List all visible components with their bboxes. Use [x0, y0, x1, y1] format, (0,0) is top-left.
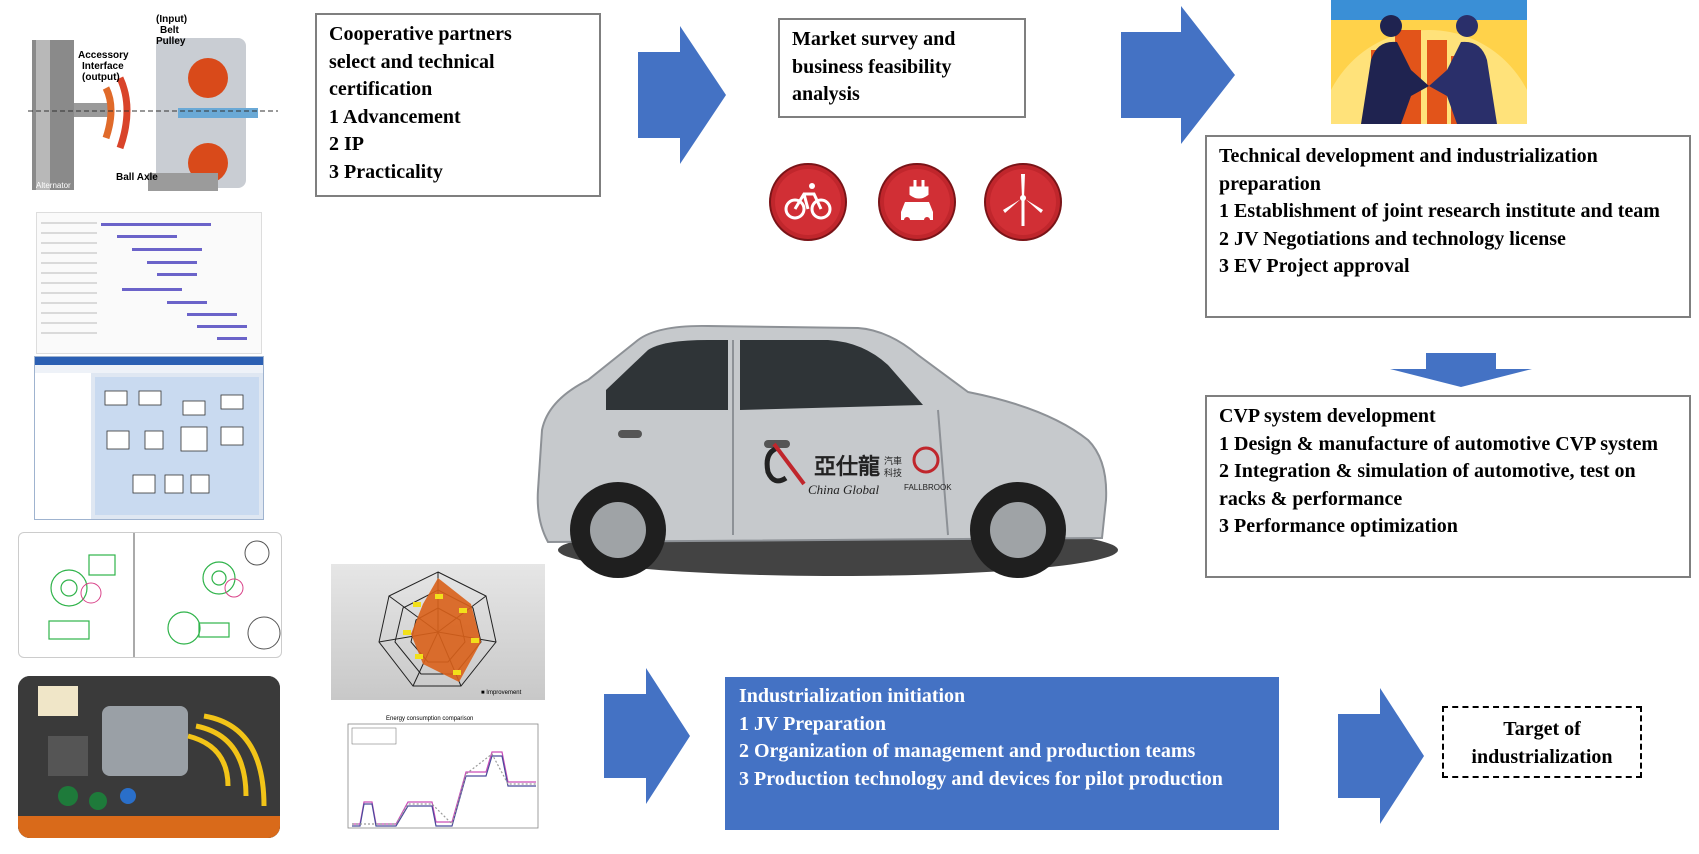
handshake-image — [1331, 0, 1527, 124]
cad-drawing-image — [18, 532, 282, 658]
energy-chart-image: Energy consumption comparison — [336, 712, 542, 840]
radar-legend: ■ Improvement — [481, 690, 522, 696]
step3-item-2: 2 JV Negotiations and technology license — [1219, 227, 1566, 250]
car-logo-fallbrook: FALLBROOK — [904, 483, 952, 492]
step2-title-line-2: business feasibility — [792, 55, 952, 78]
step-partner-selection-box: Cooperative partners select and technica… — [315, 13, 601, 197]
step1-title-line-1: Cooperative partners — [329, 23, 512, 45]
label-alternator: Alternator — [36, 181, 71, 190]
step1-title-line-3: certification — [329, 78, 433, 100]
label-output: (output) — [82, 72, 120, 83]
step3-item-1: 1 Establishment of joint research instit… — [1219, 200, 1660, 222]
arrow-step5-to-target — [1338, 688, 1424, 824]
gantt-chart-image — [36, 212, 262, 354]
radar-chart-image: ■ Improvement — [331, 564, 545, 700]
step4-title: CVP system development — [1219, 405, 1436, 427]
target-line-1: Target of — [1503, 718, 1581, 740]
arrow-step2-to-step3 — [1121, 6, 1235, 144]
label-accessory: Accessory — [78, 50, 129, 61]
step1-item-3: 3 Practicality — [329, 160, 443, 183]
car-logo-china-global: China Global — [808, 482, 880, 497]
step5-title: Industrialization initiation — [739, 685, 966, 707]
step3-title: Technical development and industrializat… — [1219, 145, 1598, 195]
energy-chart-title: Energy consumption comparison — [386, 716, 473, 722]
electric-car-icon — [877, 162, 957, 242]
wind-turbine-icon — [983, 162, 1063, 242]
arrow-step1-to-step2 — [638, 26, 726, 164]
step1-item-2: 2 IP — [329, 133, 364, 155]
target-line-2: industrialization — [1471, 745, 1613, 768]
car-logo-chinese: 亞仕龍 — [814, 454, 880, 480]
step5-item-1: 1 JV Preparation — [739, 712, 887, 735]
step1-title-line-2: select and technical — [329, 50, 495, 73]
label-belt: Belt — [160, 25, 180, 36]
label-interface: Interface — [82, 61, 124, 72]
step5-item-3: 3 Production technology and devices for … — [739, 767, 1223, 790]
label-ball-axle: Ball Axle — [116, 172, 158, 183]
step3-item-3: 3 EV Project approval — [1219, 255, 1410, 277]
bicycle-icon — [768, 162, 848, 242]
step5-item-2: 2 Organization of management and product… — [739, 740, 1196, 762]
electric-car-photo: 亞仕龍 汽車 科技 China Global FALLBROOK — [528, 280, 1128, 590]
step-technical-development-box: Technical development and industrializat… — [1205, 135, 1691, 318]
step-cvp-development-box: CVP system development 1 Design & manufa… — [1205, 395, 1691, 578]
cvp-mechanism-image: (Input) Belt Pulley Accessory Interface … — [28, 8, 278, 198]
step2-title-line-3: analysis — [792, 83, 860, 105]
step-industrialization-initiation-box: Industrialization initiation 1 JV Prepar… — [725, 677, 1279, 830]
step4-item-1: 1 Design & manufacture of automotive CVP… — [1219, 432, 1659, 455]
arrow-step3-to-step4 — [1390, 353, 1532, 387]
target-industrialization-box: Target of industrialization — [1442, 706, 1642, 778]
step-market-survey-box: Market survey and business feasibility a… — [778, 18, 1026, 118]
step2-title-line-1: Market survey and — [792, 28, 956, 50]
step4-item-2: 2 Integration & simulation of automotive… — [1219, 460, 1636, 510]
label-input: (Input) — [156, 14, 187, 25]
car-logo-chinese-small-1: 汽車 — [884, 455, 902, 467]
step1-item-1: 1 Advancement — [329, 105, 461, 128]
engine-bay-photo — [18, 676, 280, 838]
car-logo-chinese-small-2: 科技 — [884, 467, 902, 479]
arrow-into-step5 — [604, 668, 690, 804]
simulation-software-image — [34, 356, 264, 520]
label-pulley: Pulley — [156, 36, 186, 47]
step4-item-3: 3 Performance optimization — [1219, 515, 1458, 537]
